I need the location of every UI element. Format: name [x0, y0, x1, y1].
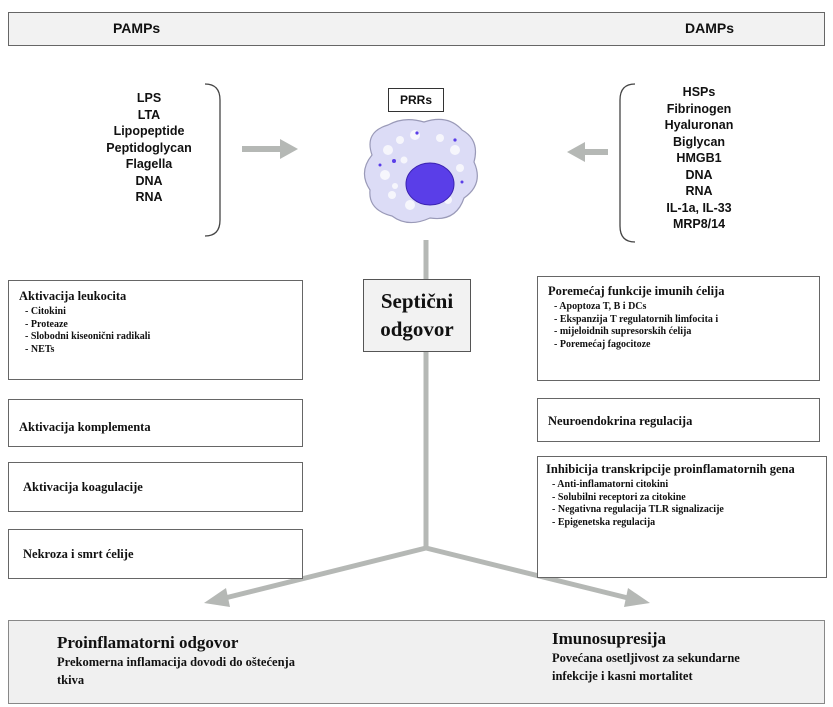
pamp-item: RNA	[135, 190, 163, 204]
pamp-item: DNA	[135, 173, 163, 188]
damp-item: Fibrinogen	[666, 101, 732, 116]
damps-list: HSPs Fibrinogen Hyaluronan Biglycan HMGB…	[644, 84, 754, 233]
leukocyte-activation-box: Aktivacija leukocita Citokini Proteaze S…	[8, 280, 303, 380]
branch-left	[224, 545, 427, 601]
list-item: Poremećaj fagocitoze	[560, 339, 809, 352]
outcome-text: Povećana osetljivost za sekundarne	[552, 651, 740, 665]
immune-dysfunction-box: Poremećaj funkcije imunih ćelija Apoptoz…	[537, 276, 820, 381]
neuroendocrine-box: Neuroendokrina regulacija	[537, 398, 820, 442]
list-item: Citokini	[31, 306, 292, 319]
outcome-title: Proinflamatorni odgovor	[57, 633, 239, 652]
outcome-footer: Proinflamatorni odgovor Prekomerna infla…	[8, 620, 825, 704]
complement-activation-box: Aktivacija komplementa	[8, 399, 303, 447]
damp-item: RNA	[685, 184, 713, 198]
pamp-item: Lipopeptide	[113, 124, 185, 138]
box-title: Inhibicija transkripcije proinflamatorni…	[546, 462, 795, 476]
damps-label: DAMPs	[685, 20, 735, 36]
pamp-item: Flagella	[125, 157, 173, 171]
septic-line1: Septični	[380, 289, 454, 313]
outcome-text: Prekomerna inflamacija dovodi do oštećen…	[57, 655, 295, 669]
pamp-item: LPS	[136, 91, 162, 105]
list-item: Ekspanzija T regulatornih limfocita i	[560, 314, 809, 327]
transcription-inhibition-box: Inhibicija transkripcije proinflamatorni…	[537, 456, 827, 578]
list-item: Apoptoza T, B i DCs	[559, 301, 809, 314]
damp-item: IL-1a, IL-33	[666, 200, 732, 215]
pamps-list: LPS LTA Lipopeptide Peptidoglycan Flagel…	[94, 90, 204, 206]
outcome-text: infekcije i kasni mortalitet	[552, 669, 693, 683]
pamps-label: PAMPs	[113, 20, 161, 36]
damp-item: HSPs	[682, 85, 716, 99]
necrosis-box: Nekroza i smrt ćelije	[8, 529, 303, 579]
list-item: Solubilni receptori za citokine	[558, 492, 818, 505]
immune-list: Apoptoza T, B i DCs Ekspanzija T regulat…	[548, 301, 809, 351]
septic-line2: odgovor	[380, 317, 454, 341]
pamp-item: LTA	[137, 107, 161, 122]
coagulation-activation-box: Aktivacija koagulacije	[8, 462, 303, 512]
box-title: Aktivacija komplementa	[19, 420, 151, 434]
damp-item: MRP8/14	[672, 217, 726, 231]
box-title: Neuroendokrina regulacija	[548, 414, 693, 428]
outcome-title: Imunosupresija	[552, 629, 666, 648]
proinflammatory-outcome: Proinflamatorni odgovor Prekomerna infla…	[57, 633, 417, 689]
branch-right	[425, 545, 629, 601]
septic-response-box: Septični odgovor	[363, 279, 471, 352]
box-title: Aktivacija leukocita	[19, 289, 127, 303]
cell-nucleus	[405, 162, 455, 206]
outcome-text: tkiva	[57, 673, 85, 687]
box-title: Aktivacija koagulacije	[23, 480, 143, 494]
list-item: NETs	[31, 344, 292, 357]
list-item: mijeloidnih supresorskih ćelija	[560, 326, 809, 339]
damps-arrow-head	[567, 142, 585, 162]
box-title: Poremećaj funkcije imunih ćelija	[548, 284, 725, 298]
top-banner: PAMPs DAMPs	[8, 12, 825, 46]
cell-vacuoles	[380, 130, 464, 210]
inhibition-list: Anti-inflamatorni citokini Solubilni rec…	[546, 479, 818, 529]
pamp-item: Peptidoglycan	[106, 140, 192, 155]
box-title: Nekroza i smrt ćelije	[23, 547, 134, 561]
cell-granules	[378, 131, 464, 184]
list-item: Anti-inflamatorni citokini	[557, 479, 818, 492]
pamps-bracket	[204, 83, 221, 237]
damps-bracket	[619, 83, 636, 243]
leukocyte-list: Citokini Proteaze Slobodni kiseonični ra…	[19, 306, 292, 356]
damp-item: DNA	[685, 167, 713, 182]
branch-left-head	[204, 588, 230, 607]
damp-item: Hyaluronan	[664, 118, 734, 132]
damp-item: Biglycan	[672, 134, 726, 149]
list-item: Slobodni kiseonični radikali	[31, 331, 292, 344]
immunosuppression-outcome: Imunosupresija Povećana osetljivost za s…	[552, 629, 822, 685]
list-item: Negativna regulacija TLR signalizacije	[558, 504, 818, 517]
damp-item: HMGB1	[676, 151, 722, 165]
list-item: Proteaze	[31, 319, 292, 332]
pamps-arrow-head	[280, 139, 298, 159]
prrs-label: PRRs	[388, 88, 444, 112]
branch-right-head	[624, 588, 650, 607]
list-item: Epigenetska regulacija	[558, 517, 818, 530]
